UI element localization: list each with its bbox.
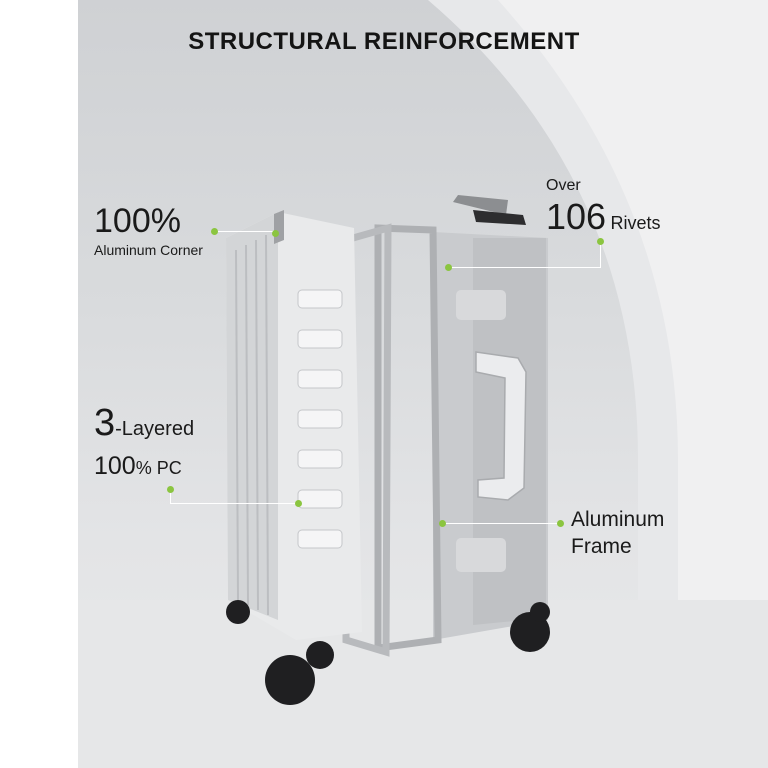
leader-line-pc-horizontal: [170, 503, 298, 504]
callout-rivets-label: Rivets: [610, 213, 661, 233]
callout-aluminum-frame: Aluminum Frame: [571, 506, 664, 560]
aluminum-corner-cap: [274, 210, 284, 244]
leader-line-rivets-vertical: [600, 242, 601, 268]
background-curve-highlight: [498, 0, 768, 768]
callout-frame-line2: Frame: [571, 535, 632, 558]
suitcase-photo: [78, 0, 768, 768]
marker-dot-rivets: [597, 238, 604, 245]
leader-line-pc-vertical: [170, 489, 171, 504]
rivet-plate-bottom: [456, 538, 506, 572]
front-shell-side: [226, 212, 278, 620]
suitcase-illustration: [78, 0, 768, 768]
marker-dot-corner: [211, 228, 218, 235]
callout-rivets: Over 106 Rivets: [546, 177, 661, 235]
callout-frame-line1: Aluminum: [571, 508, 665, 531]
side-grooves: [235, 234, 269, 616]
marker-dot-frame: [557, 520, 564, 527]
callout-pc-percent: 100: [94, 452, 136, 480]
headline: STRUCTURAL REINFORCEMENT: [188, 28, 580, 55]
callout-aluminum-corner: 100% Aluminum Corner: [94, 204, 203, 258]
shell-ribs: [297, 289, 343, 549]
callout-rivets-over: Over: [546, 177, 581, 194]
marker-dot-corner-end: [272, 230, 279, 237]
handle-grip: [473, 210, 526, 225]
callout-layers-label: -Layered: [115, 418, 195, 440]
marker-dot-pc: [167, 486, 174, 493]
callout-corner-percent: 100%: [94, 202, 181, 240]
floor: [78, 600, 768, 768]
callout-layered-pc: 3-Layered 100% PC: [94, 404, 194, 481]
rivet-plate-top: [456, 290, 506, 320]
aluminum-frame: [374, 224, 442, 652]
marker-dot-frame-end: [439, 520, 446, 527]
leader-line-rivets-horizontal: [448, 267, 601, 268]
handle-top: [453, 195, 508, 215]
marker-dot-rivets-end: [445, 264, 452, 271]
leader-line-frame: [442, 523, 560, 524]
callout-rivets-count: 106: [546, 196, 607, 237]
callout-corner-label: Aluminum Corner: [94, 242, 203, 258]
leader-line-corner: [214, 231, 276, 232]
callout-layers-number: 3: [94, 402, 116, 444]
marker-dot-pc-end: [295, 500, 302, 507]
wheels: [226, 600, 550, 705]
callout-pc-label: % PC: [135, 458, 182, 478]
side-handle: [475, 351, 527, 501]
